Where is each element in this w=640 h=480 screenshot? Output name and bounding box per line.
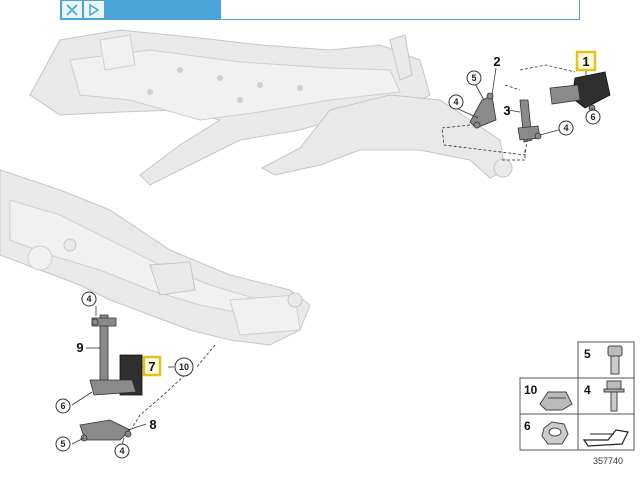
callout-4c[interactable]: 4 bbox=[81, 291, 97, 307]
bracket-front bbox=[469, 95, 497, 129]
hex-nut-icon bbox=[541, 421, 569, 445]
front-subframe-drawing bbox=[29, 29, 513, 186]
bracket-rear bbox=[89, 379, 137, 396]
callout-5b[interactable]: 5 bbox=[55, 436, 71, 452]
callout-7-label: 7 bbox=[148, 359, 155, 374]
callout-7-highlight[interactable]: 7 bbox=[142, 355, 162, 377]
callout-6-label: 6 bbox=[590, 112, 595, 122]
bracket-lower bbox=[79, 419, 131, 441]
rear-subframe-drawing bbox=[0, 169, 311, 346]
callout-4d[interactable]: 4 bbox=[114, 443, 130, 459]
callout-6[interactable]: 6 bbox=[585, 109, 601, 125]
callout-1-label: 1 bbox=[582, 54, 589, 69]
callout-4a-label: 4 bbox=[453, 97, 458, 107]
callout-6b-label: 6 bbox=[60, 401, 65, 411]
callout-4b[interactable]: 4 bbox=[558, 120, 574, 136]
legend-label-5: 5 bbox=[584, 347, 591, 361]
callout-5-label: 5 bbox=[471, 73, 476, 83]
callout-4a[interactable]: 4 bbox=[448, 94, 464, 110]
flange-bolt-icon bbox=[603, 380, 625, 412]
callout-10-label: 10 bbox=[179, 362, 189, 372]
play-button[interactable] bbox=[83, 0, 105, 19]
callout-2-label[interactable]: 2 bbox=[493, 54, 500, 69]
callout-4d-label: 4 bbox=[119, 446, 124, 456]
legend-label-4: 4 bbox=[584, 383, 591, 397]
viewer-toolbar bbox=[60, 0, 580, 20]
direction-arrow-icon bbox=[582, 429, 629, 447]
legend-label-10: 10 bbox=[524, 383, 538, 397]
play-triangle-icon bbox=[89, 3, 100, 16]
lower-sensor-assembly bbox=[79, 314, 143, 442]
callout-10[interactable]: 10 bbox=[174, 357, 194, 377]
callout-4c-label: 4 bbox=[86, 294, 91, 304]
callout-3-label[interactable]: 3 bbox=[503, 103, 510, 118]
callout-9-label[interactable]: 9 bbox=[76, 340, 83, 355]
callout-5[interactable]: 5 bbox=[466, 70, 482, 86]
legend-label-6: 6 bbox=[524, 419, 531, 433]
callout-5b-label: 5 bbox=[60, 439, 65, 449]
callout-1-highlight[interactable]: 1 bbox=[575, 50, 597, 72]
hardware-legend: 5 4 10 6 357740 bbox=[519, 341, 635, 466]
callout-6b[interactable]: 6 bbox=[55, 398, 71, 414]
close-x-icon bbox=[66, 3, 78, 16]
hex-screw-icon bbox=[607, 345, 623, 375]
callout-8-label[interactable]: 8 bbox=[149, 417, 156, 432]
toolbar-progress-fill bbox=[105, 0, 221, 19]
document-id: 357740 bbox=[593, 456, 623, 466]
close-button[interactable] bbox=[61, 0, 83, 19]
upper-sensor-assembly bbox=[469, 71, 611, 143]
legend-cell-bolt-4[interactable] bbox=[577, 377, 635, 415]
callout-4b-label: 4 bbox=[563, 123, 568, 133]
spring-clip-icon bbox=[539, 391, 573, 411]
